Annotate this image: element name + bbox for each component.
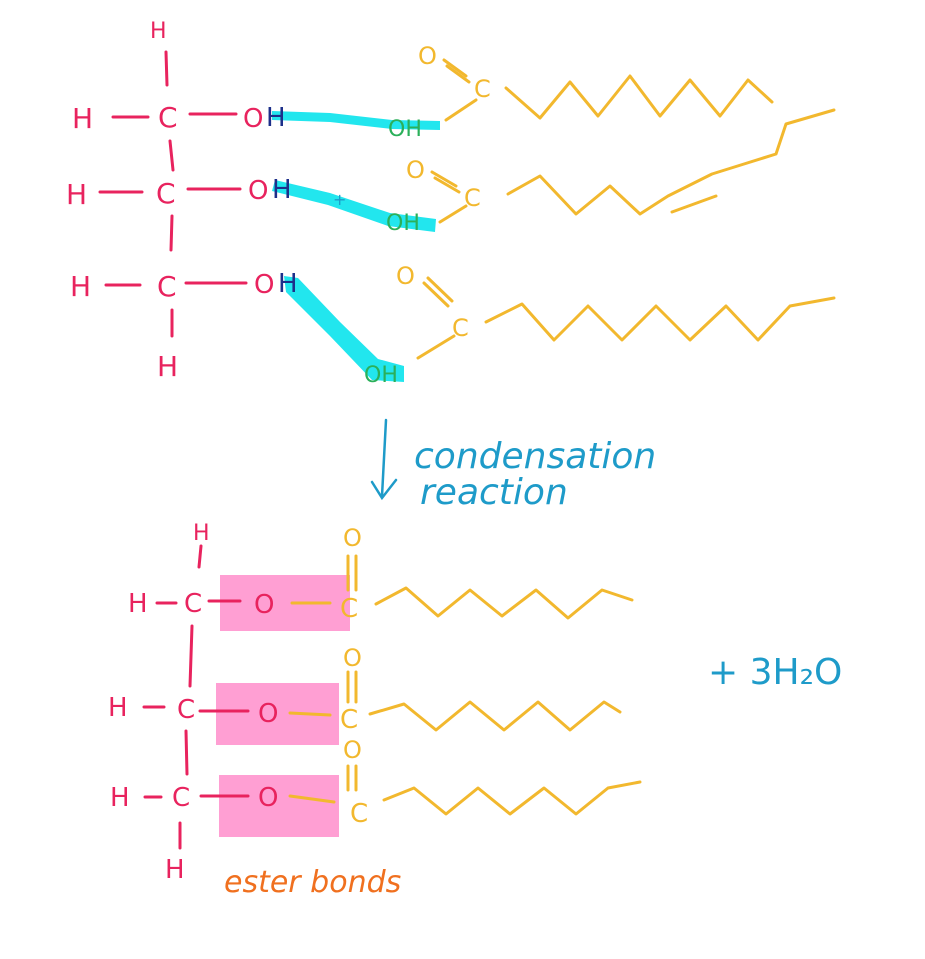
product-row2-c: C	[177, 695, 195, 725]
ester-bonds-label: ester bonds	[224, 865, 401, 900]
reaction-arrow	[370, 418, 398, 501]
product-row1-acid-c: C	[340, 594, 358, 624]
product-row3-h: H	[110, 783, 130, 813]
glycerol-row1-h: H	[72, 102, 93, 135]
water-highlight-2	[272, 180, 436, 232]
acid1-carbon: C	[474, 75, 491, 103]
glycerol-bottom-h: H	[157, 350, 178, 383]
product-row3-c: C	[172, 783, 190, 813]
plus-sign: +	[333, 190, 346, 209]
water-product: + 3H₂O	[708, 652, 842, 693]
product-row2-o: O	[258, 699, 278, 729]
glycerol-row2-oh-h: H	[272, 175, 292, 205]
acid1-oh-o: OH	[388, 117, 422, 142]
acid3-carbonyl-o: O	[396, 262, 415, 290]
product-fatty-acids: O C O C O C	[288, 524, 642, 829]
arrow-label-line2: reaction	[420, 472, 568, 513]
glycerol-row1-c: C	[158, 101, 178, 134]
product-row1-carbonyl-o: O	[343, 524, 362, 552]
product-top-h: H	[193, 521, 210, 546]
glycerol-row3-oh-h: H	[278, 269, 298, 299]
glycerol-top-h: H	[150, 19, 167, 44]
acid2-oh-o: OH	[386, 211, 420, 236]
product-row3-acid-c: C	[350, 799, 368, 829]
product: H H C O H C O H C O H O C O C	[108, 521, 842, 900]
glycerol-row2-h: H	[66, 178, 87, 211]
glycerol-row1-oh-h: H	[266, 103, 286, 133]
product-row3-o: O	[258, 783, 278, 813]
product-bottom-h: H	[165, 855, 185, 885]
acid2-carbonyl-o: O	[406, 156, 425, 184]
glycerol-bonds	[98, 50, 248, 338]
product-row3-chain	[382, 780, 642, 816]
glycerol-row3-h: H	[70, 270, 91, 303]
glycerol-row2-o: O	[248, 176, 268, 206]
product-row2-carbonyl-o: O	[343, 644, 362, 672]
fatty-acids: O C OH O C OH O C OH	[364, 42, 836, 388]
water-highlight-3	[284, 276, 404, 382]
glycerol-row3-c: C	[157, 270, 177, 303]
glycerol: H H C O H H C O H H C O H H	[66, 19, 298, 383]
product-row2-acid-c: C	[340, 705, 358, 735]
product-row3-carbonyl-o: O	[343, 736, 362, 764]
product-row1-chain	[374, 586, 634, 620]
product-row2-chain	[368, 700, 622, 732]
acid2-carbon: C	[464, 184, 481, 212]
acid2-chain	[506, 108, 836, 216]
acid1-chain	[504, 74, 774, 120]
product-row1-o: O	[254, 590, 274, 620]
product-row2-h: H	[108, 693, 128, 723]
glycerol-row1-o: O	[243, 104, 263, 134]
water-highlights	[272, 111, 440, 382]
acid3-oh-o: OH	[364, 363, 398, 388]
product-glycerol: H H C O H C O H C O H	[108, 521, 278, 885]
acid3-chain	[484, 296, 836, 342]
arrow-label-line1: condensation	[414, 436, 656, 477]
acid1-carbonyl-o: O	[418, 42, 437, 70]
product-row1-h: H	[128, 589, 148, 619]
ester-highlight-3	[219, 775, 339, 837]
product-glycerol-bonds	[142, 544, 250, 850]
acid3-carbon: C	[452, 314, 469, 342]
glycerol-row2-c: C	[156, 177, 176, 210]
water-highlight-1	[272, 111, 440, 130]
ester-highlights	[216, 575, 350, 837]
product-row1-c: C	[184, 589, 202, 619]
glycerol-row3-o: O	[254, 270, 274, 300]
reactants: H H C O H H C O H H C O H H + O C OH	[66, 19, 836, 388]
